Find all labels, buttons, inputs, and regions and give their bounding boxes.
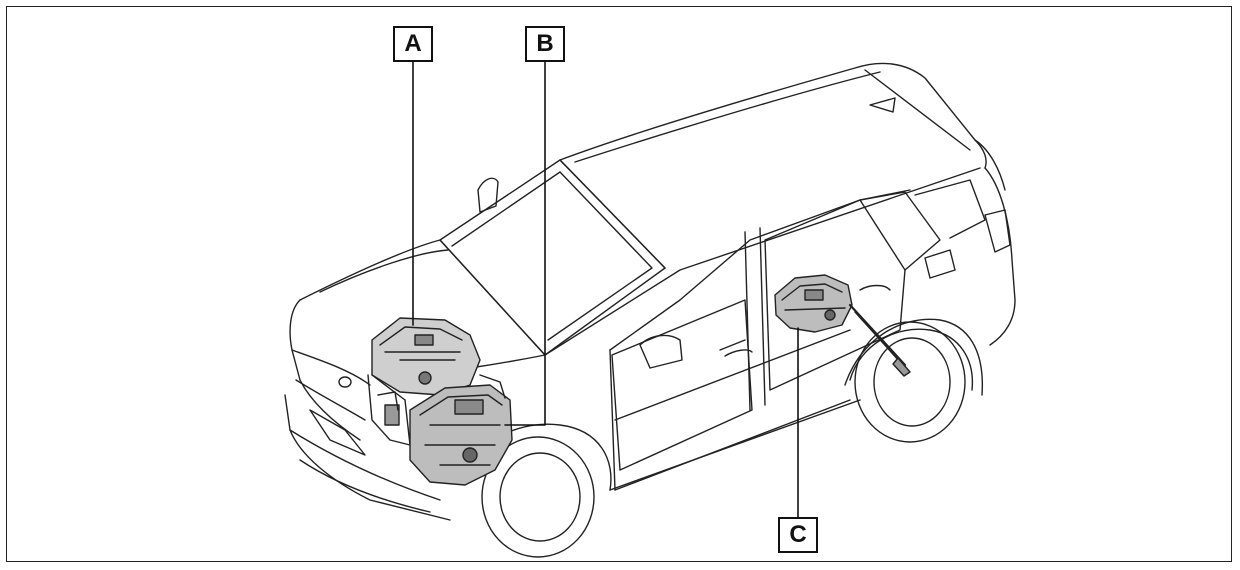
callout-b-text: B: [536, 30, 554, 57]
front-wheel: [481, 436, 595, 558]
rear-door: [764, 199, 906, 391]
callout-c-text: C: [789, 521, 807, 548]
leader-lines: [412, 61, 799, 518]
engine-component-a: [367, 317, 481, 446]
callout-a-text: A: [404, 30, 422, 57]
front-door: [611, 299, 753, 471]
callout-label-c: C: [778, 517, 818, 553]
door-mirror: [639, 334, 683, 369]
diagram-frame: [6, 6, 1232, 562]
rear-wheel: [854, 321, 966, 443]
vehicle-body: [284, 62, 1016, 558]
rear-motor-component-c: [774, 274, 911, 377]
leader-line-b: [504, 61, 546, 426]
callout-label-b: B: [525, 26, 565, 62]
transaxle-component-b: [409, 374, 513, 486]
callout-label-a: A: [393, 26, 433, 62]
